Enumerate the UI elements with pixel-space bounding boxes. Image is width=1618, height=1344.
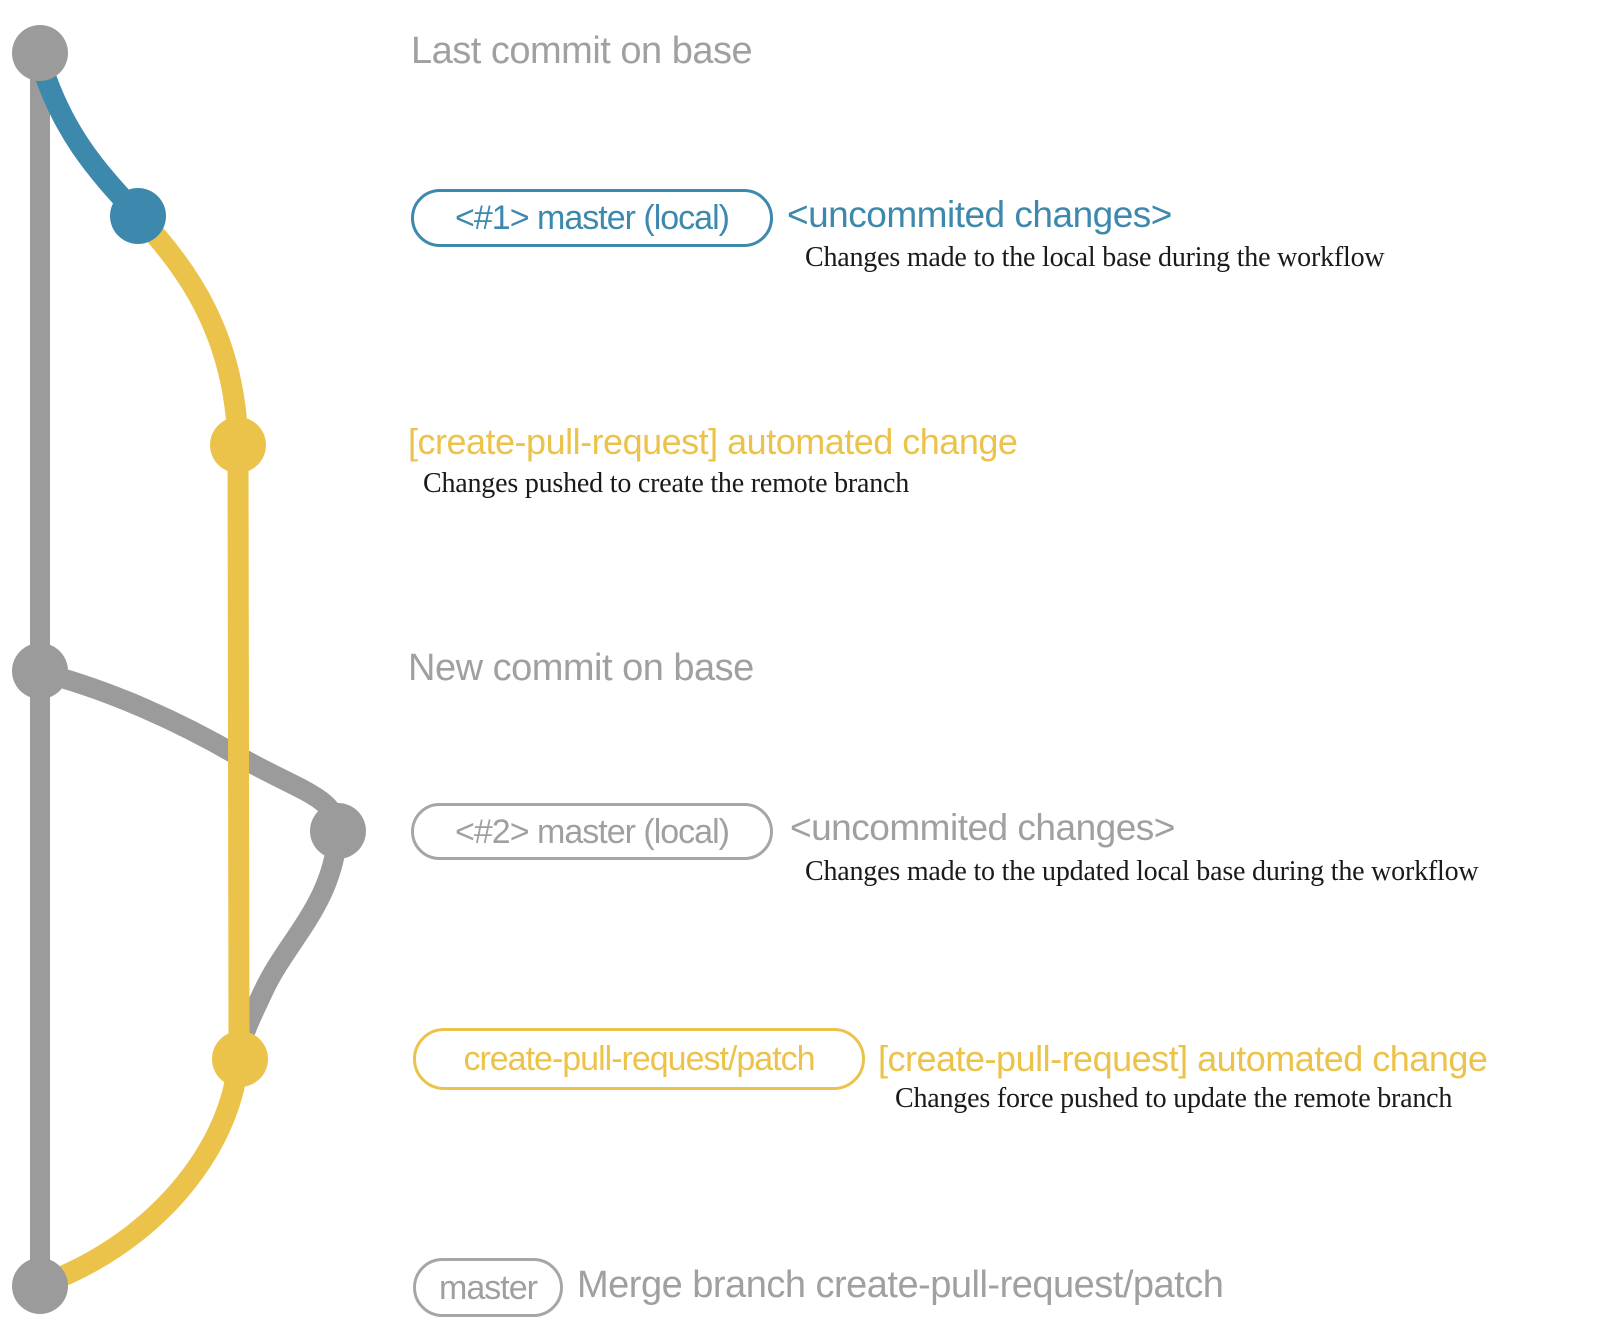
commit-msg-automated-1: [create-pull-request] automated change (408, 421, 1018, 462)
ref-pill-master-local-2-text: <#2> master (local) (455, 812, 730, 851)
gray-update-curve (30, 662, 348, 836)
ref-pill-patch-branch: create-pull-request/patch (413, 1028, 865, 1090)
commit-node-uncommited-1 (110, 188, 166, 244)
ref-pill-master-local-2: <#2> master (local) (411, 803, 773, 860)
commit-node-automated-1 (210, 417, 266, 473)
commit-node-last-base (12, 25, 68, 81)
label-last-commit-on-base: Last commit on base (411, 30, 753, 72)
commit-node-automated-2 (212, 1031, 268, 1087)
desc-automated-1: Changes pushed to create the remote bran… (423, 468, 910, 499)
commit-node-new-base (12, 643, 68, 699)
commit-node-uncommited-2 (310, 803, 366, 859)
ref-pill-master-text: master (439, 1268, 538, 1307)
ref-pill-master-local-1-text: <#1> master (local) (455, 199, 730, 237)
desc-uncommited-1: Changes made to the local base during th… (805, 242, 1385, 273)
commit-node-merge (12, 1258, 68, 1314)
commit-msg-automated-2: [create-pull-request] automated change (878, 1038, 1488, 1079)
blue-branch-curve (29, 49, 148, 225)
label-new-commit-on-base: New commit on base (408, 647, 754, 689)
commit-msg-uncommited-2: <uncommited changes> (790, 807, 1175, 848)
gray-descent-curve (230, 821, 348, 1068)
ref-pill-patch-branch-text: create-pull-request/patch (463, 1040, 815, 1078)
ref-pill-master: master (413, 1258, 563, 1317)
commit-msg-uncommited-1: <uncommited changes> (787, 194, 1172, 235)
desc-automated-2: Changes force pushed to update the remot… (895, 1083, 1453, 1114)
desc-uncommited-2: Changes made to the updated local base d… (805, 856, 1479, 887)
ref-pill-master-local-1: <#1> master (local) (411, 189, 773, 247)
commit-msg-merge: Merge branch create-pull-request/patch (577, 1264, 1224, 1306)
